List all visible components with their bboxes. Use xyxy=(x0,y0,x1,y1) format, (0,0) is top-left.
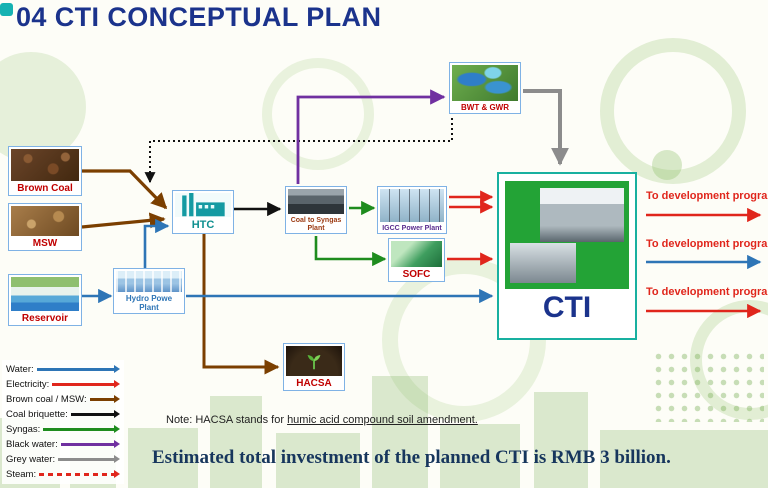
background-building xyxy=(372,376,428,488)
node-cti: CTI xyxy=(497,172,637,340)
reservoir-label: Reservoir xyxy=(9,312,81,325)
coal-to-syngas-image xyxy=(288,189,344,215)
node-reservoir: Reservoir xyxy=(8,274,82,326)
htc-label: HTC xyxy=(173,219,233,233)
node-coal-to-syngas-plant: Coal to Syngas Plant xyxy=(285,186,347,234)
legend-label: Black water: xyxy=(6,439,58,450)
sofc-image xyxy=(391,241,442,267)
arrow-htc-to-hacsa xyxy=(202,234,280,375)
node-hydro-power-plant: Hydro Powe Plant xyxy=(113,268,185,314)
legend-line-coal-briquette xyxy=(70,410,121,418)
reservoir-image xyxy=(11,277,79,311)
node-brown-coal: Brown Coal xyxy=(8,146,82,196)
cti-image-panel xyxy=(505,181,629,289)
background-dot-grid xyxy=(652,350,764,422)
msw-image xyxy=(11,206,79,236)
hydro-image xyxy=(116,271,182,293)
legend-label: Coal briquette: xyxy=(6,409,68,420)
arrow-syngas-to-sofc xyxy=(314,236,387,267)
legend-line-steam xyxy=(39,470,120,478)
page-title: 04 CTI CONCEPTUAL PLAN xyxy=(16,2,382,32)
background-building xyxy=(534,392,588,488)
background-ring xyxy=(690,300,768,420)
hacsa-label: HACSA xyxy=(284,377,344,390)
investment-statement: Estimated total investment of the planne… xyxy=(152,447,671,468)
legend-row-grey-water: Grey water: xyxy=(6,452,120,467)
legend-label: Water: xyxy=(6,364,34,375)
legend-row-brown-coal-msw: Brown coal / MSW: xyxy=(6,392,121,407)
background-building xyxy=(210,396,262,488)
legend-label: Steam: xyxy=(6,469,37,480)
sofc-label: SOFC xyxy=(389,268,444,281)
legend-label: Brown coal / MSW: xyxy=(6,394,87,405)
igcc-image xyxy=(380,189,444,222)
node-sofc: SOFC xyxy=(388,238,445,282)
coal-to-syngas-label: Coal to Syngas Plant xyxy=(286,216,346,233)
brown-coal-image xyxy=(11,149,79,181)
legend-row-syngas: Syngas: xyxy=(6,422,120,437)
legend-label: Grey water: xyxy=(6,454,56,465)
igcc-label: IGCC Power Plant xyxy=(378,223,446,233)
legend-label: Electricity: xyxy=(6,379,50,390)
brown-coal-label: Brown Coal xyxy=(9,182,81,195)
output-label-2: To development programs xyxy=(646,238,768,250)
legend-line-electricity xyxy=(52,380,120,388)
hacsa-note: Note: HACSA stands for humic acid compou… xyxy=(166,414,478,426)
node-hacsa: HACSA xyxy=(283,343,345,391)
msw-label: MSW xyxy=(9,237,81,250)
legend-line-water xyxy=(36,365,121,373)
legend-row-coal-briquette: Coal briquette: xyxy=(6,407,121,422)
background-ring xyxy=(600,38,746,184)
cti-label: CTI xyxy=(542,291,592,324)
legend-line-black-water xyxy=(60,440,121,448)
legend-label: Syngas: xyxy=(6,424,41,435)
cti-plant-photo-2 xyxy=(510,243,576,283)
arrow-bwt-return-to-htc-dotted xyxy=(144,118,453,184)
hydro-label: Hydro Powe Plant xyxy=(114,294,184,313)
arrow-hydro-to-htc xyxy=(143,218,170,268)
node-igcc-power-plant: IGCC Power Plant xyxy=(377,186,447,234)
arrow-bwt-to-cti-grey-water xyxy=(523,89,569,166)
legend-row-steam: Steam: xyxy=(6,467,120,482)
note-underlined: humic acid compound soil amendment. xyxy=(287,414,478,426)
bwt-gwr-label: BWT & GWR xyxy=(450,102,520,113)
title-bullet xyxy=(0,3,13,16)
note-prefix: Note: HACSA stands for xyxy=(166,414,288,426)
arrow-black-water-to-bwt xyxy=(296,89,446,184)
sprout-icon xyxy=(307,354,321,369)
legend-row-electricity: Electricity: xyxy=(6,377,120,392)
background-blob xyxy=(652,150,682,180)
htc-factory-icon xyxy=(175,193,231,218)
legend-line-grey-water xyxy=(58,455,120,463)
output-label-1: To development programs xyxy=(646,190,768,202)
arrow-brown-coal-to-htc xyxy=(82,169,168,210)
legend-line-syngas xyxy=(43,425,120,433)
bwt-gwr-image xyxy=(452,65,518,101)
output-label-3: To development programs xyxy=(646,286,768,298)
arrow-msw-to-htc xyxy=(81,212,166,229)
legend: Water: Electricity: Brown coal / MSW: Co… xyxy=(2,360,124,484)
hacsa-sprout-image xyxy=(286,346,342,376)
node-msw: MSW xyxy=(8,203,82,251)
background-ring xyxy=(262,58,374,170)
cti-power-plant-photo xyxy=(540,188,624,242)
legend-row-black-water: Black water: xyxy=(6,437,121,452)
node-bwt-gwr: BWT & GWR xyxy=(449,62,521,114)
legend-row-water: Water: xyxy=(6,362,121,377)
node-htc: HTC xyxy=(172,190,234,234)
legend-line-brown-coal xyxy=(89,395,121,403)
